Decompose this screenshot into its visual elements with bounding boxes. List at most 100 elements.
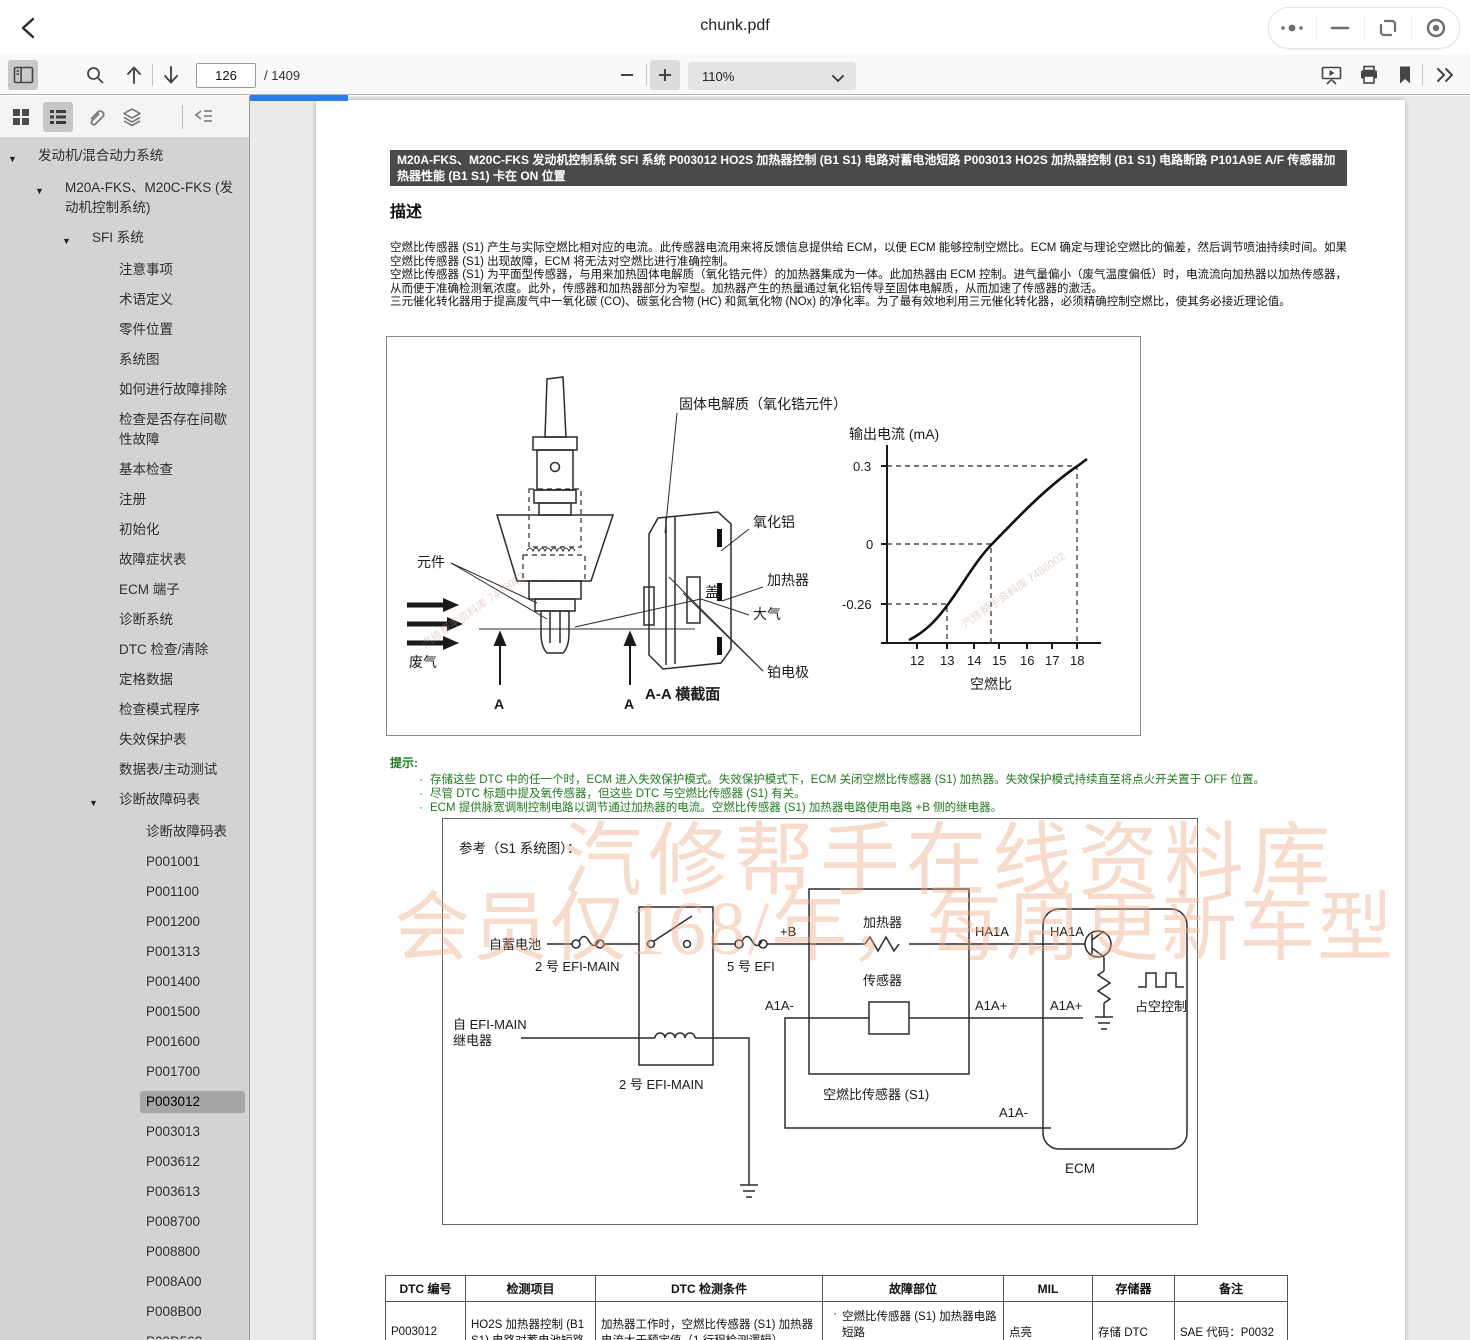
restore-window-icon[interactable] (1364, 15, 1412, 41)
xtick-16: 16 (1020, 653, 1034, 668)
sidebar-item--[interactable]: 故障症状表 (0, 545, 249, 575)
sidebar-item-ecm-[interactable]: ECM 端子 (0, 575, 249, 605)
table-header: 存储器 (1093, 1276, 1175, 1302)
caret-spacer (89, 609, 113, 613)
page-count-label: / 1409 (264, 68, 300, 83)
sidebar-item-p001600[interactable]: P001600 (0, 1027, 249, 1057)
sidebar-item-p008800[interactable]: P008800 (0, 1237, 249, 1267)
sidebar-item-p001100[interactable]: P001100 (0, 877, 249, 907)
minimize-icon[interactable] (1316, 15, 1364, 41)
zoom-in-icon[interactable] (650, 60, 680, 90)
sidebar-item--[interactable]: 检查模式程序 (0, 695, 249, 725)
next-page-icon[interactable] (156, 60, 186, 90)
caret-spacer (116, 1301, 140, 1305)
sensor-label: 传感器 (863, 973, 902, 988)
bookmark-icon[interactable] (1390, 60, 1420, 90)
sidebar-item--[interactable]: 数据表/主动测试 (0, 755, 249, 785)
sidebar-item-p008b00[interactable]: P008B00 (0, 1297, 249, 1327)
caret-down-icon[interactable]: ▼ (89, 789, 113, 813)
zoom-level-select[interactable]: 110% (688, 62, 856, 90)
previous-page-icon[interactable] (119, 60, 149, 90)
sidebar-item-p003612[interactable]: P003612 (0, 1147, 249, 1177)
attachments-icon[interactable] (80, 102, 110, 132)
sidebar-toggle-button[interactable] (8, 60, 38, 90)
table-header: 故障部位 (823, 1276, 1004, 1302)
sidebar-item-sfi-[interactable]: ▼SFI 系统 (0, 223, 249, 255)
sidebar-view-buttons (0, 96, 249, 137)
ytick-03: 0.3 (853, 459, 871, 474)
sidebar-item--[interactable]: 如何进行故障排除 (0, 375, 249, 405)
sidebar-item-p001001[interactable]: P001001 (0, 847, 249, 877)
sidebar-item--[interactable]: 术语定义 (0, 285, 249, 315)
chevron-down-icon (832, 71, 844, 86)
page-number-input[interactable] (196, 63, 256, 88)
caret-down-icon[interactable]: ▼ (35, 177, 59, 201)
atmosphere-label: 大气 (753, 606, 781, 622)
xtick-13: 13 (940, 653, 954, 668)
caret-spacer (116, 1001, 140, 1005)
sidebar-item-p008700[interactable]: P008700 (0, 1207, 249, 1237)
paragraph: 空燃比传感器 (S1) 为平面型传感器，与用来加热固体电解质（氧化锆元件）的加热… (390, 269, 1348, 296)
more-tools-icon[interactable] (1430, 60, 1460, 90)
sidebar-item-p001500[interactable]: P001500 (0, 997, 249, 1027)
xtick-12: 12 (910, 653, 924, 668)
sidebar-item--[interactable]: 零件位置 (0, 315, 249, 345)
caret-spacer (89, 489, 113, 493)
zoom-out-icon[interactable] (612, 60, 642, 90)
sidebar-item--[interactable]: ▼发动机/混合动力系统 (0, 141, 249, 173)
caret-spacer (89, 549, 113, 553)
outline-view-icon[interactable] (43, 102, 73, 132)
thumbnails-view-icon[interactable] (6, 102, 36, 132)
sidebar-item--[interactable]: 检查是否存在间歇性故障 (0, 405, 249, 455)
ecm-label: ECM (1065, 1161, 1095, 1176)
sidebar-item-label: P003612 (140, 1151, 245, 1173)
sidebar-item--[interactable]: 初始化 (0, 515, 249, 545)
print-icon[interactable] (1354, 60, 1384, 90)
sidebar-item-label: ECM 端子 (113, 579, 245, 601)
sidebar-item-p003012[interactable]: P003012 (0, 1087, 249, 1117)
sidebar-item--[interactable]: ▼诊断故障码表 (0, 785, 249, 817)
caret-spacer (89, 409, 113, 413)
record-target-icon[interactable] (1411, 15, 1459, 41)
current-outline-item-icon[interactable] (189, 102, 219, 132)
search-icon[interactable] (80, 60, 110, 90)
sidebar-item-p001200[interactable]: P001200 (0, 907, 249, 937)
sidebar-item-p001400[interactable]: P001400 (0, 967, 249, 997)
dtc-title-bar: M20A-FKS、M20C-FKS 发动机控制系统 SFI 系统 P003012… (390, 150, 1347, 186)
sidebar-item-p008a00[interactable]: P008A00 (0, 1267, 249, 1297)
hint-item: ·存储这些 DTC 中的任一个时，ECM 进入失效保护模式。失效保护模式下，EC… (412, 773, 1352, 787)
sidebar-item--[interactable]: 注意事项 (0, 255, 249, 285)
sidebar-item-label: 系统图 (113, 349, 245, 371)
sidebar-item-p003013[interactable]: P003013 (0, 1117, 249, 1147)
caret-spacer (116, 821, 140, 825)
plus-b-terminal: +B (780, 924, 796, 939)
sidebar-item--[interactable]: 定格数据 (0, 665, 249, 695)
sidebar-item--[interactable]: 系统图 (0, 345, 249, 375)
sidebar-item-label: 定格数据 (113, 669, 245, 691)
sidebar-item--[interactable]: 诊断故障码表 (0, 817, 249, 847)
caret-spacer (116, 1151, 140, 1155)
layers-icon[interactable] (117, 102, 147, 132)
sidebar-item-label: SFI 系统 (86, 227, 245, 249)
sidebar-item--[interactable]: 基本检查 (0, 455, 249, 485)
sidebar-item-m20a-fks-m20c-fks-[interactable]: ▼M20A-FKS、M20C-FKS (发动机控制系统) (0, 173, 249, 223)
hint-item: ·尽管 DTC 标题中提及氧传感器，但这些 DTC 与空燃比传感器 (S1) 有… (412, 787, 1352, 801)
sidebar-item-p003613[interactable]: P003613 (0, 1177, 249, 1207)
sidebar-item-p001313[interactable]: P001313 (0, 937, 249, 967)
pdf-viewer-area[interactable]: M20A-FKS、M20C-FKS 发动机控制系统 SFI 系统 P003012… (250, 96, 1470, 1340)
presentation-mode-icon[interactable] (1316, 60, 1346, 90)
sidebar-item--[interactable]: 诊断系统 (0, 605, 249, 635)
sensor-figure: A A 废气 元件 盖 汽修帮手资料库 7486002 (386, 336, 1141, 736)
ha1a-terminal-in: HA1A (1050, 924, 1084, 939)
sidebar-item-label: P003013 (140, 1121, 245, 1143)
caret-down-icon[interactable]: ▼ (62, 227, 86, 251)
sidebar-item-label: P001313 (140, 941, 245, 963)
ha1a-terminal-out: HA1A (975, 924, 1009, 939)
sidebar-item--[interactable]: 失效保护表 (0, 725, 249, 755)
sidebar-item--[interactable]: 注册 (0, 485, 249, 515)
more-options-icon[interactable] (1269, 15, 1316, 41)
sidebar-item-p00d562[interactable]: P00D562 (0, 1327, 249, 1339)
sidebar-item-dtc-[interactable]: DTC 检查/清除 (0, 635, 249, 665)
caret-down-icon[interactable]: ▼ (8, 145, 32, 169)
sidebar-item-p001700[interactable]: P001700 (0, 1057, 249, 1087)
